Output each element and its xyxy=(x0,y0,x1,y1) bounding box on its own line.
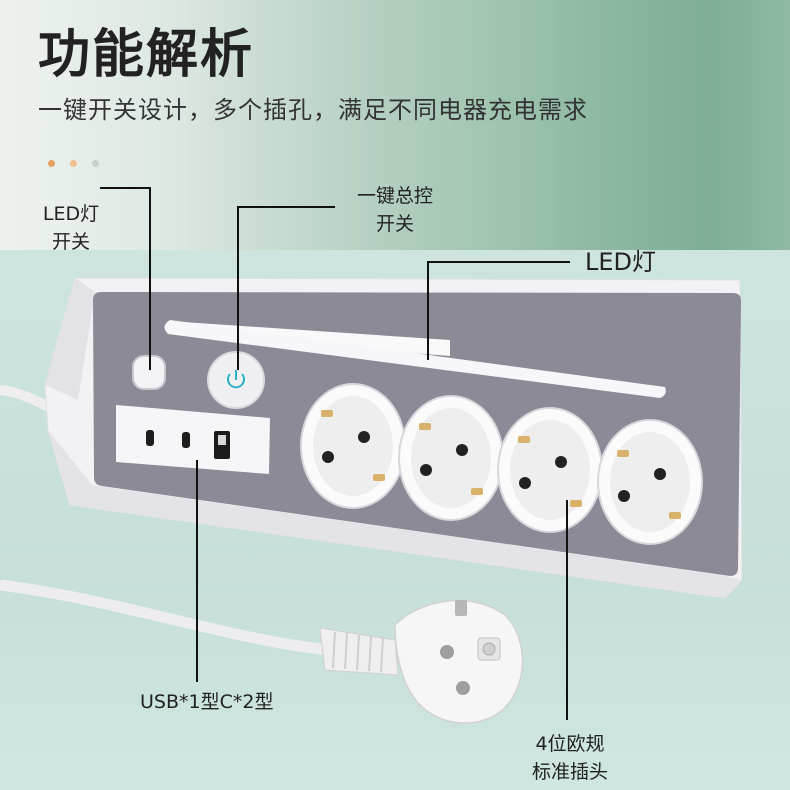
callout-led-switch-line1: LED灯 xyxy=(42,203,100,225)
usb-c-port-icon xyxy=(182,432,190,448)
plug-icon xyxy=(319,599,524,724)
callout-led-switch: LED灯 开关 xyxy=(28,200,114,256)
callout-lines xyxy=(100,187,570,720)
callout-led-light: LED灯 xyxy=(585,248,657,276)
callout-master-switch-line1: 一键总控 xyxy=(356,185,433,207)
callout-sockets-line2: 标准插头 xyxy=(531,761,608,783)
callout-sockets-line1: 4位欧规 xyxy=(535,733,605,755)
schuko-socket-icon xyxy=(300,383,406,509)
dot-icon xyxy=(48,160,55,167)
decorative-dots xyxy=(48,152,109,171)
schuko-socket-icon xyxy=(597,419,703,545)
callout-usb: USB*1型C*2型 xyxy=(140,691,274,713)
schuko-socket-icon xyxy=(497,407,603,533)
dot-icon xyxy=(92,160,100,167)
callout-led-switch-line2: 开关 xyxy=(51,231,90,253)
usb-c-port-icon xyxy=(146,430,154,446)
callout-master-switch-line2: 开关 xyxy=(375,213,414,235)
schuko-socket-icon xyxy=(398,395,504,521)
callout-sockets: 4位欧规 标准插头 xyxy=(515,730,625,786)
page-title: 功能解析 xyxy=(38,25,255,85)
power-icon xyxy=(227,370,245,389)
cable-plug xyxy=(0,579,331,656)
callout-master-switch: 一键总控 开关 xyxy=(340,182,450,238)
page-subtitle: 一键开关设计，多个插孔，满足不同电器充电需求 xyxy=(38,96,588,124)
usb-block xyxy=(116,405,270,474)
led-light-strip xyxy=(164,320,666,398)
dot-icon xyxy=(70,160,78,167)
